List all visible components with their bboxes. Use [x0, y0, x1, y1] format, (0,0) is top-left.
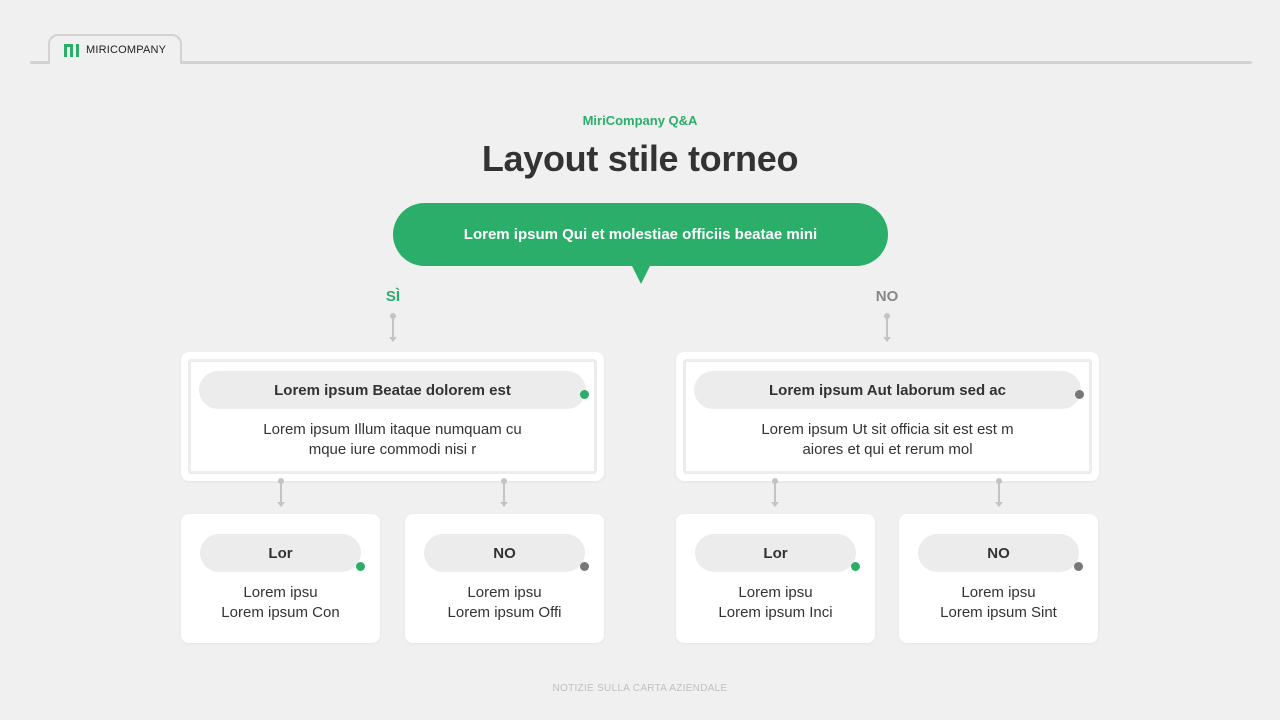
card-heading-pill: Lorem ipsum Beatae dolorem est — [199, 371, 586, 409]
status-dot — [851, 562, 860, 571]
status-dot — [1075, 390, 1084, 399]
card-body: Lorem ipsum Illum itaque numquam cu mque… — [199, 420, 586, 460]
card-body: Lorem ipsu Lorem ipsum Con — [196, 583, 365, 623]
card-heading-pill: NO — [918, 534, 1079, 572]
question-text: Lorem ipsum Qui et molestiae officiis be… — [463, 226, 818, 243]
decision-card-left: Lorem ipsum Beatae dolorem est Lorem ips… — [181, 352, 604, 481]
arrow-down-icon — [499, 478, 509, 508]
decision-card-left-yes: Lor Lorem ipsu Lorem ipsum Con — [181, 514, 380, 643]
card-body-line: Lorem ipsum Inci — [718, 604, 833, 621]
arrow-down-icon — [994, 478, 1004, 508]
status-dot — [580, 390, 589, 399]
card-body: Lorem ipsum Ut sit officia sit est est m… — [694, 420, 1081, 460]
card-heading-pill: Lor — [200, 534, 361, 572]
card-heading: NO — [987, 544, 1010, 562]
decision-card-right-yes: Lor Lorem ipsu Lorem ipsum Inci — [676, 514, 875, 643]
card-body: Lorem ipsu Lorem ipsum Inci — [691, 583, 860, 623]
card-heading-pill: NO — [424, 534, 585, 572]
eyebrow-text: MiriCompany Q&A — [582, 113, 698, 128]
card-heading-pill: Lor — [695, 534, 856, 572]
miricompany-logo-icon — [64, 43, 79, 57]
decision-card-left-no: NO Lorem ipsu Lorem ipsum Offi — [405, 514, 604, 643]
card-body-line: Lorem ipsu — [961, 584, 1036, 601]
card-body-line: Lorem ipsu — [243, 584, 318, 601]
branch-label-yes: SÌ — [385, 288, 401, 305]
arrow-down-icon — [388, 313, 398, 343]
question-bubble-tail — [631, 264, 651, 284]
decision-card-right-no: NO Lorem ipsu Lorem ipsum Sint — [899, 514, 1098, 643]
branch-label-no: NO — [875, 288, 899, 305]
decision-card-right: Lorem ipsum Aut laborum sed ac Lorem ips… — [676, 352, 1099, 481]
card-heading: Lor — [268, 544, 293, 562]
question-bubble: Lorem ipsum Qui et molestiae officiis be… — [393, 203, 888, 266]
card-heading: Lorem ipsum Aut laborum sed ac — [769, 381, 1006, 399]
card-body: Lorem ipsu Lorem ipsum Offi — [420, 583, 589, 623]
arrow-down-icon — [770, 478, 780, 508]
card-body: Lorem ipsu Lorem ipsum Sint — [914, 583, 1083, 623]
brand-name: MIRICOMPANY — [86, 44, 167, 56]
card-body-line: Lorem ipsum Sint — [940, 604, 1057, 621]
card-body-line: Lorem ipsum Con — [221, 604, 340, 621]
status-dot — [1074, 562, 1083, 571]
card-body-line: aiores et qui et rerum mol — [802, 441, 973, 458]
status-dot — [580, 562, 589, 571]
card-body-line: Lorem ipsu — [467, 584, 542, 601]
card-body-line: Lorem ipsum Ut sit officia sit est est m — [761, 421, 1014, 438]
footer-text: NOTIZIE SULLA CARTA AZIENDALE — [552, 683, 728, 694]
card-body-line: Lorem ipsum Illum itaque numquam cu — [263, 421, 522, 438]
status-dot — [356, 562, 365, 571]
card-heading: Lorem ipsum Beatae dolorem est — [274, 381, 511, 399]
page-title: Layout stile torneo — [481, 138, 799, 179]
header-rule — [30, 61, 1252, 64]
arrow-down-icon — [276, 478, 286, 508]
card-heading: NO — [493, 544, 516, 562]
card-body-line: mque iure commodi nisi r — [308, 441, 477, 458]
card-heading-pill: Lorem ipsum Aut laborum sed ac — [694, 371, 1081, 409]
card-heading: Lor — [763, 544, 788, 562]
arrow-down-icon — [882, 313, 892, 343]
card-body-line: Lorem ipsu — [738, 584, 813, 601]
card-body-line: Lorem ipsum Offi — [447, 604, 562, 621]
brand-tab[interactable]: MIRICOMPANY — [48, 34, 182, 64]
